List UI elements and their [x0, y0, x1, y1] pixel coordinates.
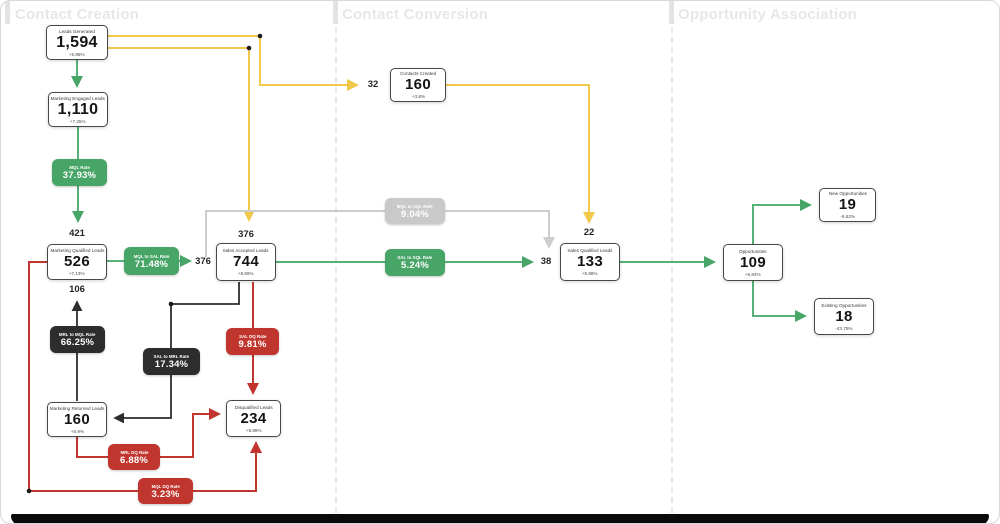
- chip-value: 6.88%: [120, 454, 148, 466]
- section-title-opportunity-association: Opportunity Association: [678, 6, 858, 23]
- node-value: 133: [577, 253, 603, 270]
- node-change: +5.86%: [69, 51, 85, 57]
- node-title: Leads Generated: [59, 28, 95, 34]
- node-value: 160: [405, 76, 431, 93]
- chip-label: MRL to MQL Rate: [59, 332, 96, 337]
- node-value: 19: [838, 196, 857, 213]
- chip-label: MQL to SQL Rate: [396, 203, 434, 209]
- chip-value: 66.25%: [60, 337, 95, 348]
- edge-label-returned-to-mql: 106: [69, 284, 85, 295]
- node-value: 234: [240, 409, 267, 427]
- chip-value: 9.04%: [401, 208, 429, 220]
- junction-dot: [168, 301, 174, 307]
- node-title: Disqualified Leads: [234, 404, 273, 410]
- chip-label: SAL to SQL Rate: [397, 255, 433, 260]
- edge-leads-to-sal: [108, 47, 255, 222]
- edge-label-mql-to-sal: 376: [195, 256, 211, 267]
- chip-mrl-dq-rate[interactable]: MRL DQ Rate 6.88%: [108, 444, 160, 470]
- edge-mql-to-sql-inactive: [205, 210, 555, 257]
- node-value: 160: [64, 410, 90, 428]
- chip-sal-to-mrl-rate[interactable]: SAL to MRL Rate 17.34%: [143, 348, 200, 375]
- node-change: +5.9%: [70, 428, 84, 434]
- chip-mql-dq-rate[interactable]: MQL DQ Rate 3.23%: [138, 478, 193, 504]
- node-value: 18: [835, 307, 853, 325]
- chip-value: 3.23%: [151, 488, 180, 500]
- node-marketing-engaged-leads[interactable]: Marketing Engaged Leads 1,110 +7.25%: [48, 92, 108, 127]
- window-bottom-bar: [11, 514, 989, 523]
- node-change: +8.59%: [238, 270, 254, 277]
- edge-label-leads-to-contacts: 32: [367, 79, 379, 90]
- chip-label: MQL DQ Rate: [151, 483, 180, 489]
- edge-returned-to-disqualified: [76, 408, 221, 458]
- edge-label-sal-to-sql: 38: [540, 256, 552, 267]
- chip-label: SAL DQ Rate: [238, 334, 267, 339]
- section-bar: [333, 1, 338, 24]
- chip-mql-to-sql-rate[interactable]: MQL to SQL Rate 9.04%: [385, 198, 445, 224]
- node-title: Existing Opportunities: [821, 302, 867, 308]
- node-title: Marketing Qualified Leads: [50, 247, 104, 254]
- node-change: +7.25%: [70, 118, 86, 124]
- node-contacts-created[interactable]: Contacts Created 160 +3.8%: [390, 68, 446, 102]
- node-leads-generated[interactable]: Leads Generated 1,594 +5.86%: [46, 25, 108, 60]
- edge-label-contacts-to-sql: 22: [583, 227, 595, 238]
- chip-mrl-to-mql-rate[interactable]: MRL to MQL Rate 66.25%: [50, 326, 105, 353]
- chip-value: 71.48%: [134, 258, 169, 270]
- node-existing-opportunities[interactable]: Existing Opportunities 18 -43.75%: [814, 298, 874, 335]
- node-title: Contacts Created: [399, 70, 437, 77]
- edge-opps-to-existing: [752, 281, 807, 322]
- node-title: New Opportunities: [828, 190, 867, 197]
- chip-value: 37.93%: [62, 170, 97, 181]
- section-divider: [671, 27, 673, 513]
- node-value: 526: [64, 253, 90, 270]
- section-divider: [335, 27, 337, 513]
- chip-mql-rate[interactable]: MQL Rate 37.93%: [52, 159, 107, 186]
- node-marketing-returned-leads[interactable]: Marketing Returned Leads 160 +5.9%: [47, 402, 107, 437]
- node-sales-accepted-leads[interactable]: Sales Accepted Leads 744 +8.59%: [216, 243, 276, 281]
- node-sales-qualified-leads[interactable]: Sales Qualified Leads 133 +5.98%: [560, 243, 620, 281]
- chip-label: MQL Rate: [69, 165, 90, 170]
- node-change: +5.98%: [582, 270, 598, 277]
- node-value: 744: [233, 253, 259, 270]
- section-bar: [669, 1, 674, 24]
- node-change: +3.8%: [411, 93, 425, 100]
- edge-contacts-to-sql: [446, 84, 595, 224]
- section-title-contact-creation: Contact Creation: [15, 6, 140, 23]
- node-change: +5.83%: [745, 271, 761, 277]
- node-value: 109: [740, 253, 766, 271]
- node-title: Sales Accepted Leads: [223, 247, 269, 254]
- chip-value: 17.34%: [154, 359, 189, 370]
- node-value: 1,594: [56, 33, 98, 51]
- node-title: Marketing Engaged Leads: [50, 95, 106, 101]
- node-marketing-qualified-leads[interactable]: Marketing Qualified Leads 526 +7.13%: [47, 244, 107, 280]
- node-value: 1,110: [57, 100, 99, 118]
- node-title: Opportunities: [739, 248, 767, 254]
- chip-label: MQL to SAL Rate: [133, 253, 170, 259]
- edge-label-leads-to-sal: 376: [238, 229, 254, 240]
- chip-mql-to-sal-rate[interactable]: MQL to SAL Rate 71.48%: [124, 247, 179, 275]
- chip-sal-to-sql-rate[interactable]: SAL to SQL Rate 5.24%: [385, 249, 445, 276]
- node-title: Marketing Returned Leads: [49, 405, 105, 411]
- chip-value: 5.24%: [401, 260, 429, 271]
- node-new-opportunities[interactable]: New Opportunities 19 -9.52%: [819, 188, 876, 222]
- node-change: -9.52%: [840, 213, 855, 220]
- node-title: Sales Qualified Leads: [567, 247, 613, 254]
- junction-dot: [246, 45, 252, 51]
- edge-opps-to-new: [752, 199, 812, 244]
- junction-dot: [257, 33, 263, 39]
- node-opportunities[interactable]: Opportunities 109 +5.83%: [723, 244, 783, 281]
- edge-label-engaged-to-mql: 421: [69, 228, 85, 239]
- section-title-contact-conversion: Contact Conversion: [342, 6, 489, 23]
- section-bar: [5, 1, 10, 24]
- junction-dot: [26, 488, 32, 494]
- node-change: +7.13%: [69, 270, 85, 277]
- chip-value: 9.81%: [238, 339, 267, 350]
- node-disqualified-leads[interactable]: Disqualified Leads 234 +8.89%: [226, 400, 281, 437]
- chip-label: MRL DQ Rate: [119, 449, 149, 455]
- node-change: +8.89%: [245, 427, 262, 433]
- edge-leads-to-contacts: [108, 35, 359, 91]
- chip-sal-dq-rate[interactable]: SAL DQ Rate 9.81%: [226, 328, 279, 355]
- node-change: -43.75%: [835, 325, 853, 331]
- chip-label: SAL to MRL Rate: [153, 354, 190, 359]
